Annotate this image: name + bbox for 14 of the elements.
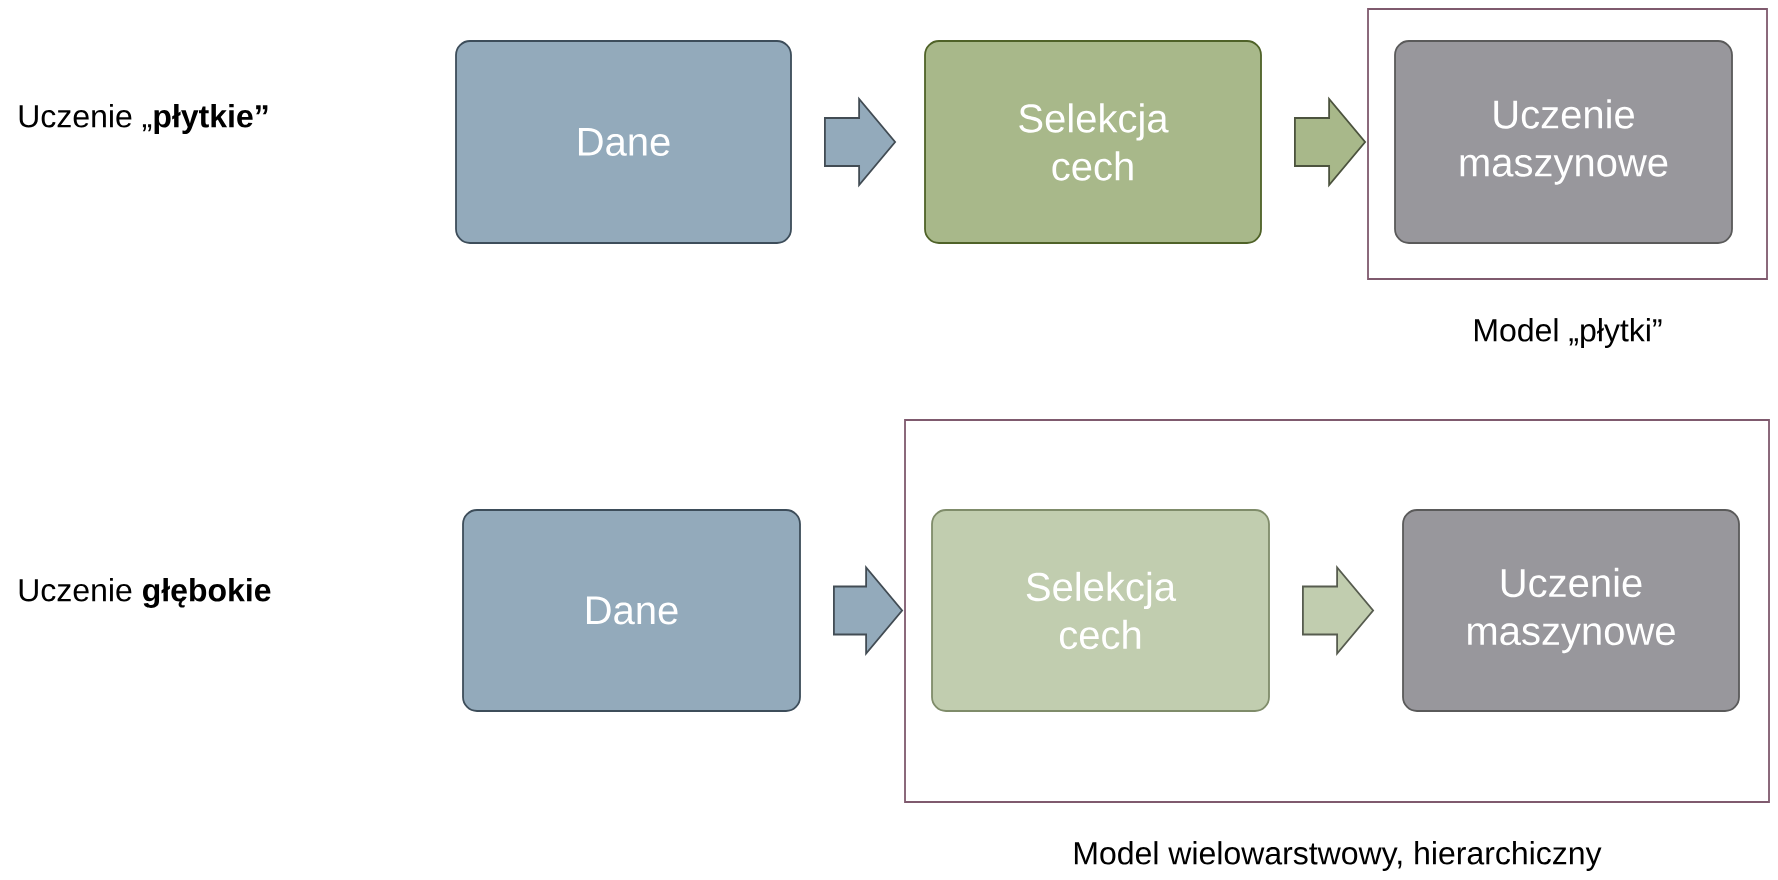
row-label: Uczenie „płytkie” xyxy=(19,104,268,134)
process-box: Dane xyxy=(462,509,801,712)
process-box: Selekcja cech xyxy=(931,509,1270,712)
block-arrow xyxy=(824,96,897,188)
block-arrow xyxy=(1302,565,1375,656)
block-arrow xyxy=(833,565,904,656)
process-box: Selekcja cech xyxy=(924,40,1262,244)
process-box: Uczenie maszynowe xyxy=(1402,509,1740,712)
row-label: Uczenie głębokie xyxy=(19,578,271,608)
process-box: Uczenie maszynowe xyxy=(1394,40,1733,244)
block-arrow xyxy=(1294,96,1367,188)
frame-caption: Model wielowarstwowy, hierarchiczny xyxy=(1074,841,1602,871)
frame-caption: Model „płytki” xyxy=(1475,318,1662,348)
process-box: Dane xyxy=(455,40,792,244)
